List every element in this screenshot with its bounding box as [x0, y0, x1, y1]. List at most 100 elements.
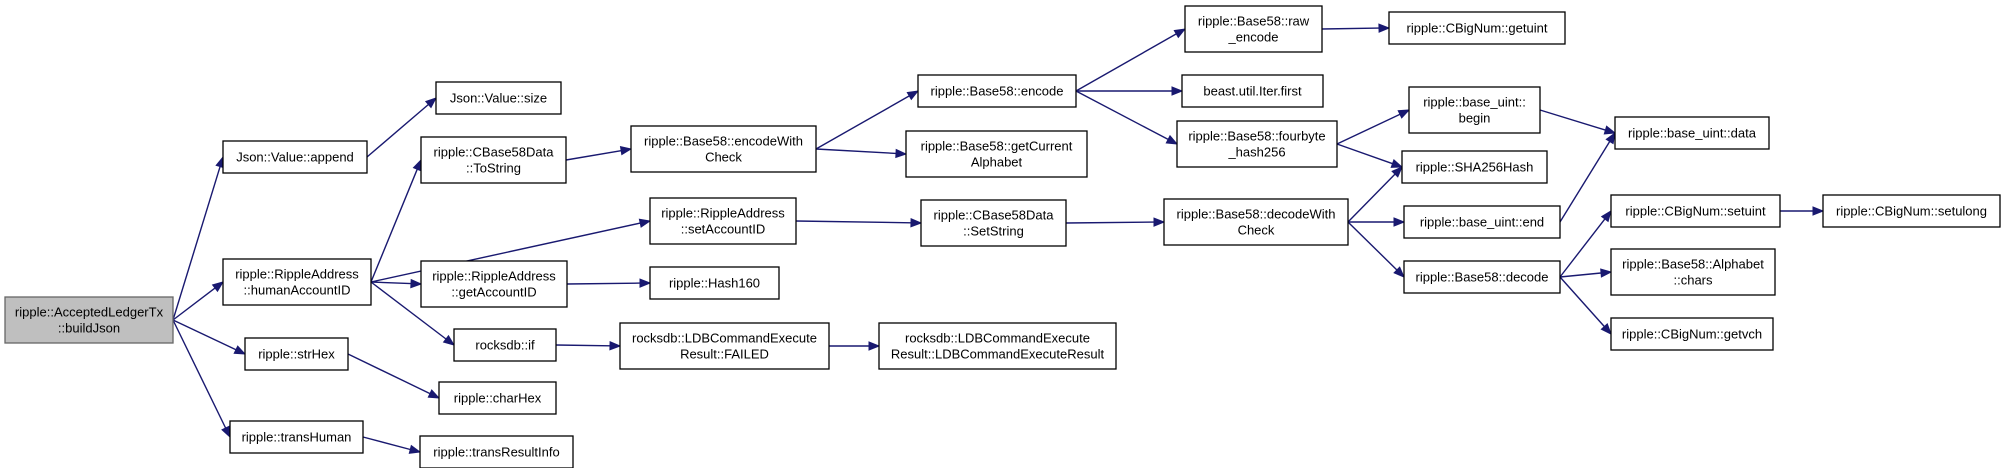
- arrowhead-icon: [639, 278, 652, 288]
- node-box: [619, 322, 830, 370]
- node-box: [1403, 260, 1561, 294]
- edge-root-to-transHuman: [172, 319, 231, 439]
- node-begin[interactable]: ripple::base_uint::begin: [1408, 86, 1541, 134]
- edge-line: [362, 436, 411, 451]
- edge-line: [1336, 113, 1401, 145]
- node-label: Check: [705, 150, 742, 165]
- node-box: [1610, 317, 1774, 351]
- arrowhead-icon: [427, 389, 441, 399]
- node-end[interactable]: ripple::base_uint::end: [1403, 205, 1561, 239]
- node-label: ripple::Base58::fourbyte: [1188, 129, 1325, 144]
- edge-line: [1559, 218, 1606, 278]
- arrowhead-icon: [408, 444, 422, 454]
- node-failed[interactable]: rocksdb::LDBCommandExecuteResult::FAILED: [619, 322, 830, 370]
- node-label: ripple::CBigNum::getvch: [1622, 327, 1762, 342]
- node-size[interactable]: Json::Value::size: [435, 81, 562, 115]
- node-box: [1610, 248, 1776, 296]
- edge-setString-to-decodeWithCheck: [1065, 217, 1166, 227]
- node-getAccountID[interactable]: ripple::RippleAddress::getAccountID: [420, 260, 568, 308]
- node-label: ripple::CBigNum::setulong: [1836, 204, 1987, 219]
- node-label: ::buildJson: [58, 321, 120, 336]
- node-box: [438, 381, 557, 415]
- node-transResultInfo[interactable]: ripple::transResultInfo: [419, 435, 574, 468]
- arrowhead-icon: [424, 97, 438, 109]
- node-setuint[interactable]: ripple::CBigNum::setuint: [1610, 194, 1781, 228]
- node-label: ::getAccountID: [451, 285, 536, 300]
- node-toString[interactable]: ripple::CBase58Data::ToString: [420, 136, 567, 184]
- node-setAccountID[interactable]: ripple::RippleAddress::setAccountID: [649, 197, 797, 245]
- edge-line: [795, 220, 912, 224]
- node-label: ripple::charHex: [454, 391, 542, 406]
- arrowhead-icon: [910, 218, 923, 228]
- node-setString[interactable]: ripple::CBase58Data::SetString: [920, 199, 1067, 247]
- node-box: [1610, 194, 1781, 228]
- node-transHuman[interactable]: ripple::transHuman: [229, 420, 364, 454]
- edge-line: [565, 150, 622, 161]
- edge-line: [1347, 173, 1396, 223]
- node-humanAccountID[interactable]: ripple::RippleAddress::humanAccountID: [222, 258, 372, 306]
- node-box: [453, 328, 557, 362]
- node-ldbResult[interactable]: rocksdb::LDBCommandExecuteResult::LDBCom…: [878, 322, 1117, 370]
- node-decode[interactable]: ripple::Base58::decode: [1403, 260, 1561, 294]
- node-box: [1822, 194, 2001, 228]
- arrowhead-icon: [233, 345, 247, 355]
- node-charHex[interactable]: ripple::charHex: [438, 381, 557, 415]
- node-setulong[interactable]: ripple::CBigNum::setulong: [1822, 194, 2001, 228]
- node-hash160[interactable]: ripple::Hash160: [649, 266, 780, 300]
- node-rocksIf[interactable]: rocksdb::if: [453, 328, 557, 362]
- edge-decodeWithCheck-to-decode: [1347, 221, 1405, 278]
- node-box: [1614, 116, 1770, 150]
- node-iterFirst[interactable]: beast.util.Iter.first: [1181, 74, 1324, 108]
- node-label: Result::LDBCommandExecuteResult: [891, 347, 1105, 362]
- node-label: ripple::base_uint::end: [1420, 215, 1544, 230]
- node-box: [420, 136, 567, 184]
- arrowhead-icon: [442, 334, 456, 346]
- node-encode[interactable]: ripple::Base58::encode: [917, 74, 1077, 108]
- arrowhead-icon: [609, 341, 622, 351]
- arrowhead-icon: [638, 218, 652, 228]
- arrowhead-icon: [1165, 134, 1179, 145]
- arrowhead-icon: [1393, 266, 1405, 278]
- node-label: ripple::RippleAddress: [235, 267, 359, 282]
- edge-decode-to-alphabetChars: [1559, 268, 1613, 278]
- edge-decodeWithCheck-to-sha256: [1347, 166, 1403, 223]
- arrowhead-icon: [1397, 109, 1411, 119]
- edge-root-to-strHex: [172, 319, 247, 355]
- arrowhead-icon: [868, 341, 881, 351]
- node-data[interactable]: ripple::base_uint::data: [1614, 116, 1770, 150]
- node-sha256[interactable]: ripple::SHA256Hash: [1401, 150, 1548, 184]
- edge-line: [172, 319, 227, 429]
- arrowhead-icon: [1600, 209, 1612, 223]
- node-box: [1176, 120, 1338, 168]
- node-rawEncode[interactable]: ripple::Base58::raw_encode: [1184, 5, 1323, 53]
- node-getvch[interactable]: ripple::CBigNum::getvch: [1610, 317, 1774, 351]
- node-box: [420, 260, 568, 308]
- edge-line: [1321, 27, 1380, 30]
- node-box: [1184, 5, 1323, 53]
- edge-line: [1539, 109, 1606, 131]
- arrowhead-icon: [221, 425, 231, 439]
- node-label: _hash256: [1227, 145, 1285, 160]
- arrowhead-icon: [1812, 206, 1825, 216]
- node-label: Json::Value::append: [236, 150, 354, 165]
- edge-encode-to-iterFirst: [1076, 86, 1184, 96]
- node-label: ripple::CBase58Data: [434, 145, 555, 160]
- node-getuint[interactable]: ripple::CBigNum::getuint: [1388, 11, 1566, 45]
- arrowhead-icon: [1378, 23, 1391, 33]
- node-label: begin: [1459, 111, 1491, 126]
- edge-line: [370, 281, 412, 285]
- edge-transHuman-to-transResultInfo: [362, 436, 422, 454]
- node-fourbyteHash[interactable]: ripple::Base58::fourbyte_hash256: [1176, 120, 1338, 168]
- node-label: ripple::CBase58Data: [934, 208, 1055, 223]
- arrowhead-icon: [1390, 159, 1404, 168]
- edge-line: [370, 222, 641, 283]
- node-strHex[interactable]: ripple::strHex: [244, 337, 349, 371]
- node-box: [1163, 198, 1349, 246]
- arrowhead-icon: [1600, 268, 1613, 278]
- node-alphabetChars[interactable]: ripple::Base58::Alphabet::chars: [1610, 248, 1776, 296]
- node-append[interactable]: Json::Value::append: [222, 140, 368, 174]
